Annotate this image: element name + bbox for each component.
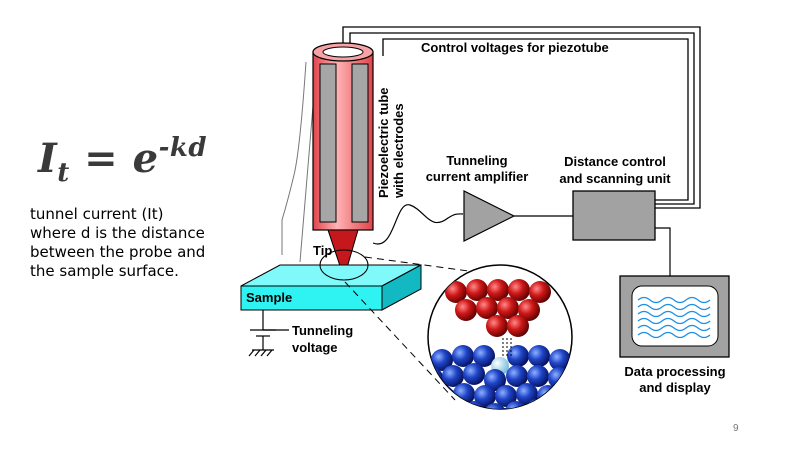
electrode-right [351,63,369,223]
piezo-tube-label-line-1: Piezoelectric tube [376,87,391,198]
control-voltage-wires [342,26,701,209]
tip-atoms [445,279,551,337]
tunneling-voltage-label-line-1: Tunneling [292,323,353,338]
zoom-line-lower [344,281,456,401]
data-processing-label-line-2: and display [639,380,711,395]
control-to-display-wire [655,227,671,276]
sample-label: Sample [246,290,292,305]
sample-block [240,264,422,311]
formula-subscript: t [57,158,70,188]
display-monitor [619,275,730,358]
piezo-tube-label-line-2: with electrodes [391,103,406,199]
distance-control-label-line-2: and scanning unit [559,171,671,186]
page-number: 9 [733,423,739,434]
electrode-left [319,63,337,223]
distance-control-unit [572,190,656,241]
formula-caption: tunnel current (It) where d is the dista… [30,205,240,281]
control-voltages-label: Control voltages for piezotube [421,40,609,55]
piezo-cable [281,61,307,255]
scan-waves [637,296,711,339]
tip-focus-circle [319,249,369,281]
formula-exponent: -kd [158,133,208,163]
tip-signal-wire [372,204,464,245]
tip-shape [327,229,359,280]
caption-line-1: tunnel current (It) [30,205,164,223]
amplifier-label-line-2: current amplifier [426,169,529,184]
tunneling-voltage-source [248,310,289,357]
caption-line-3: between the probe and [30,243,206,261]
tunnel-current-formula: It = e-kd [38,133,207,188]
atomic-zoom-view [427,264,573,410]
data-processing-label-line-1: Data processing [624,364,725,379]
caption-line-2: where d is the distance [30,224,205,242]
formula-base-e: e [132,135,159,182]
tunneling-gap-lines [502,338,512,358]
caption-line-4: the sample surface. [30,262,179,280]
tip-label: Tip [313,243,332,258]
formula-equals: = [84,135,119,182]
piezo-tube [312,42,374,280]
amplifier-triangle [463,190,516,242]
distance-control-label-line-1: Distance control [564,154,666,169]
tunneling-voltage-label-line-2: voltage [292,340,338,355]
amplifier-label-line-1: Tunneling [446,153,507,168]
formula-base-i: I [38,135,58,182]
